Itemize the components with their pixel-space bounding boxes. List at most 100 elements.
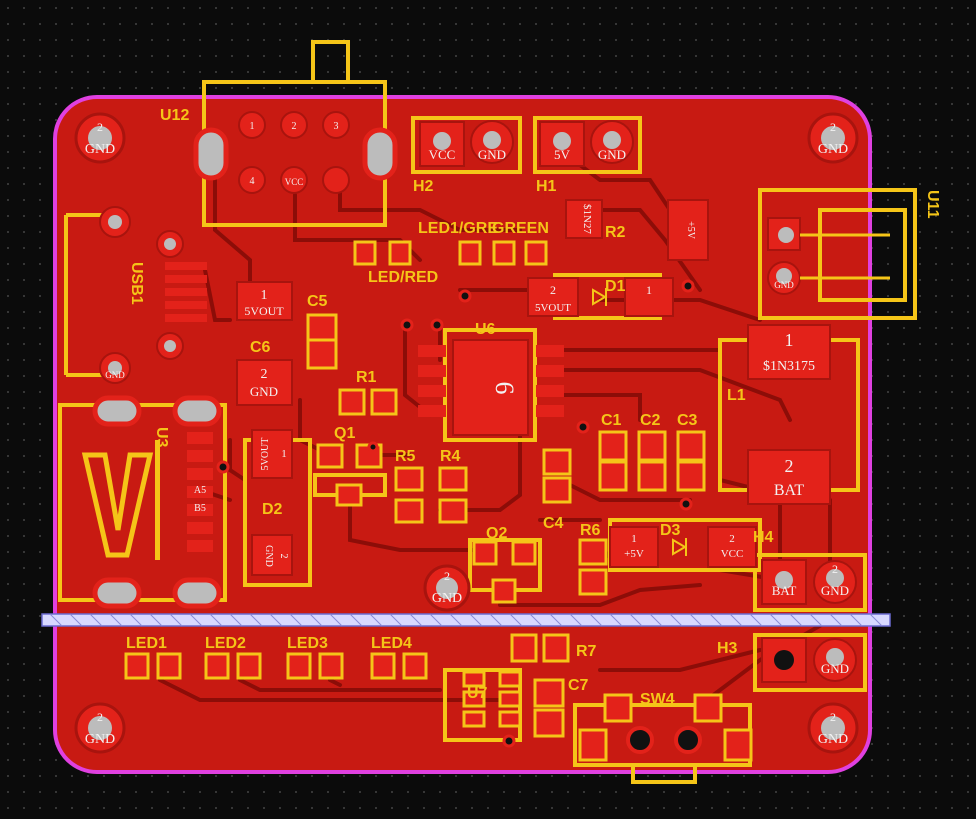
h1-header[interactable]: 5V GND bbox=[539, 120, 634, 167]
vias bbox=[216, 279, 695, 748]
d3-5v-label: +5V bbox=[624, 548, 644, 560]
pad-num: 1 bbox=[281, 448, 287, 460]
u12-connector[interactable]: 1 2 3 VCC 4 bbox=[193, 111, 398, 194]
ref-h1: H1 bbox=[536, 178, 557, 195]
h4-bat-label: BAT bbox=[772, 583, 797, 598]
ref-r1: R1 bbox=[356, 369, 377, 386]
h2-header[interactable]: VCC GND bbox=[419, 120, 514, 167]
r2-5v-label: +5V bbox=[685, 221, 696, 240]
u3-a5-label: A5 bbox=[194, 485, 206, 496]
u11-connector[interactable]: GND bbox=[767, 217, 890, 295]
ref-d1: D1 bbox=[605, 278, 626, 295]
ref-led4: LED4 bbox=[371, 635, 412, 652]
mount-hole-top-right: 2 GND bbox=[807, 112, 859, 164]
ref-usb1: USB1 bbox=[128, 262, 145, 305]
r2-part-label: $1N27 bbox=[581, 204, 593, 234]
h3-header[interactable]: GND bbox=[761, 637, 857, 683]
h4-header[interactable]: BAT 2 GND bbox=[761, 559, 857, 605]
ref-c5: C5 bbox=[307, 293, 328, 310]
u12-pin-label: 4 bbox=[250, 176, 255, 187]
l1-part-label: $1N3175 bbox=[763, 359, 815, 374]
ref-u3: U3 bbox=[153, 427, 170, 448]
ref-c1: C1 bbox=[601, 412, 622, 429]
ref-d3: D3 bbox=[660, 522, 681, 539]
ref-u11: U11 bbox=[924, 190, 941, 219]
d1-diode[interactable]: 2 5VOUT 1 bbox=[527, 277, 674, 317]
h2-vcc-label: VCC bbox=[429, 147, 456, 162]
h1-gnd-label: GND bbox=[598, 147, 626, 162]
ref-sw4: SW4 bbox=[640, 691, 675, 708]
u6-chip[interactable]: 6 bbox=[418, 339, 564, 436]
h4-gnd-label: GND bbox=[821, 583, 849, 598]
ref-h2: H2 bbox=[413, 178, 434, 195]
d3-diode[interactable]: 1 +5V 2 VCC bbox=[609, 526, 757, 568]
ref-r2: R2 bbox=[605, 224, 626, 241]
d2-part[interactable]: 5VOUT 1 GND 2 bbox=[251, 429, 293, 576]
gnd-label: GND bbox=[818, 142, 848, 157]
mount-hole-middle: 2 GND bbox=[423, 564, 471, 612]
ref-l1: L1 bbox=[727, 387, 746, 404]
h3-gnd-label: GND bbox=[821, 661, 849, 676]
ref-green: GREEN bbox=[492, 220, 549, 237]
usb1-connector[interactable]: GND bbox=[99, 206, 207, 384]
board-split-hatch bbox=[49, 613, 883, 627]
ref-q2: Q2 bbox=[486, 525, 507, 542]
d3-vcc-label: VCC bbox=[721, 548, 744, 560]
mount-hole-bottom-left: 2 GND bbox=[74, 702, 126, 754]
ref-led2: LED2 bbox=[205, 635, 246, 652]
silkscreen-outlines bbox=[58, 40, 917, 784]
mount-num: 2 bbox=[830, 120, 836, 134]
pad-5vout-label: 5VOUT bbox=[244, 304, 284, 318]
ref-led3: LED3 bbox=[287, 635, 328, 652]
ref-c3: C3 bbox=[677, 412, 698, 429]
mount-hole-bottom-right: 2 GND bbox=[807, 702, 859, 754]
ref-r4: R4 bbox=[440, 448, 461, 465]
ref-q1: Q1 bbox=[334, 425, 355, 442]
gnd-label: GND bbox=[85, 732, 115, 747]
sw4-switch[interactable] bbox=[626, 726, 702, 754]
h1-5v-label: 5V bbox=[554, 147, 571, 162]
u11-gnd-label: GND bbox=[774, 280, 794, 290]
gnd-label: GND bbox=[818, 732, 848, 747]
h2-gnd-label: GND bbox=[478, 147, 506, 162]
gnd-label: GND bbox=[85, 142, 115, 157]
mount-num: 2 bbox=[97, 710, 103, 724]
u12-pin-label: 1 bbox=[250, 121, 255, 132]
l1-inductor[interactable]: 1 $1N3175 2 BAT bbox=[747, 324, 831, 505]
ref-u12: U12 bbox=[160, 107, 189, 124]
l1-pad1-num: 1 bbox=[785, 330, 794, 350]
pad-num: 2 bbox=[832, 562, 838, 576]
pad-num: 1 bbox=[631, 533, 637, 545]
ref-r5: R5 bbox=[395, 448, 416, 465]
pad-num: 1 bbox=[261, 288, 268, 303]
ref-d2: D2 bbox=[262, 501, 283, 518]
pad-num: 2 bbox=[278, 554, 289, 559]
u3-b5-label: B5 bbox=[194, 503, 206, 514]
ref-led-red: LED/RED bbox=[368, 269, 438, 286]
pad-num: 1 bbox=[646, 283, 652, 297]
ref-led1: LED1 bbox=[126, 635, 167, 652]
c6-part[interactable]: 1 5VOUT 2 GND bbox=[236, 281, 293, 406]
ref-led1-gre: LED1/GRE bbox=[418, 220, 498, 237]
r2-resistor[interactable]: $1N27 +5V bbox=[565, 199, 709, 261]
d2-gnd-label: GND bbox=[263, 545, 274, 567]
pad-num: 2 bbox=[261, 367, 268, 382]
pad-num: 2 bbox=[550, 283, 556, 297]
gnd-label: GND bbox=[432, 591, 462, 606]
ref-c2: C2 bbox=[640, 412, 661, 429]
ref-r6: R6 bbox=[580, 522, 601, 539]
pad-num: 2 bbox=[729, 533, 735, 545]
ref-c4: C4 bbox=[543, 515, 564, 532]
usb1-gnd-label: GND bbox=[105, 370, 125, 380]
u12-vcc-label: VCC bbox=[285, 177, 304, 187]
ref-u6: U6 bbox=[475, 321, 496, 338]
l1-bat-label: BAT bbox=[774, 482, 804, 499]
u12-pin-label: 3 bbox=[334, 121, 339, 132]
ref-c7: C7 bbox=[568, 677, 589, 694]
u3-connector[interactable]: A5 B5 bbox=[81, 395, 222, 609]
d2-5vout-label: 5VOUT bbox=[260, 438, 271, 471]
mount-hole-top-left: 2 GND bbox=[74, 112, 126, 164]
ref-c6: C6 bbox=[250, 339, 271, 356]
